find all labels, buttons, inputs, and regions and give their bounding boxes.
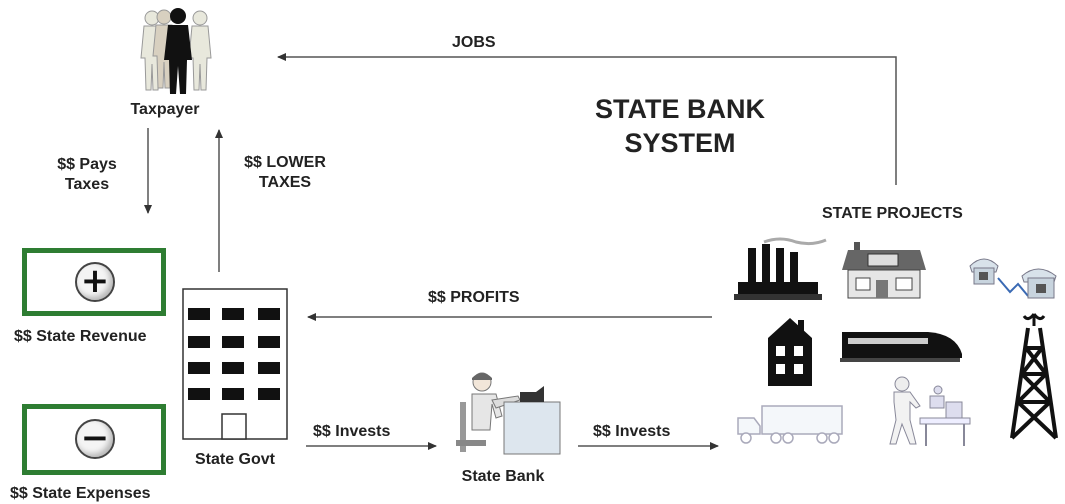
profits-label: $$ PROFITS bbox=[428, 289, 520, 306]
state-expenses-label: $$ State Expenses bbox=[10, 485, 151, 502]
telephones-icon bbox=[969, 258, 1057, 299]
taxpayer-label: Taxpayer bbox=[130, 101, 200, 118]
state-bank-label: State Bank bbox=[461, 468, 545, 485]
state-expenses-box: − bbox=[22, 404, 166, 475]
house-icon bbox=[842, 242, 926, 299]
train-icon bbox=[840, 332, 962, 362]
banker-at-desk-icon bbox=[456, 372, 561, 455]
state-projects-label: STATE PROJECTS bbox=[822, 205, 963, 222]
government-building-icon bbox=[182, 288, 288, 440]
jobs-label: JOBS bbox=[452, 34, 496, 51]
conveyor-worker-icon bbox=[889, 376, 971, 446]
pays-taxes-label: $$ Pays Taxes bbox=[42, 155, 132, 195]
state-revenue-label: $$ State Revenue bbox=[14, 328, 147, 345]
invests-label-2: $$ Invests bbox=[593, 423, 671, 440]
invests-label-1: $$ Invests bbox=[313, 423, 391, 440]
title-line-1: STATE BANK bbox=[595, 94, 765, 124]
townhouse-icon bbox=[768, 318, 812, 386]
oil-derrick-icon bbox=[1010, 313, 1058, 440]
pays-taxes-line-2: Taxes bbox=[64, 176, 110, 193]
diagram-title: STATE BANK SYSTEM bbox=[560, 92, 800, 160]
state-revenue-box: + bbox=[22, 248, 166, 316]
pays-taxes-line-1: $$ Pays bbox=[57, 156, 117, 173]
factory-icon bbox=[734, 237, 827, 300]
title-line-2: SYSTEM bbox=[624, 128, 736, 158]
taxpayer-group-icon bbox=[140, 8, 212, 94]
truck-icon bbox=[737, 405, 843, 444]
lower-taxes-line-1: $$ LOWER bbox=[244, 154, 326, 171]
lower-taxes-label: $$ LOWER TAXES bbox=[230, 153, 340, 193]
plus-icon: + bbox=[75, 262, 115, 302]
lower-taxes-line-2: TAXES bbox=[258, 174, 312, 191]
state-govt-label: State Govt bbox=[194, 451, 275, 468]
minus-icon: − bbox=[75, 419, 115, 459]
jobs-arrow bbox=[277, 53, 897, 185]
